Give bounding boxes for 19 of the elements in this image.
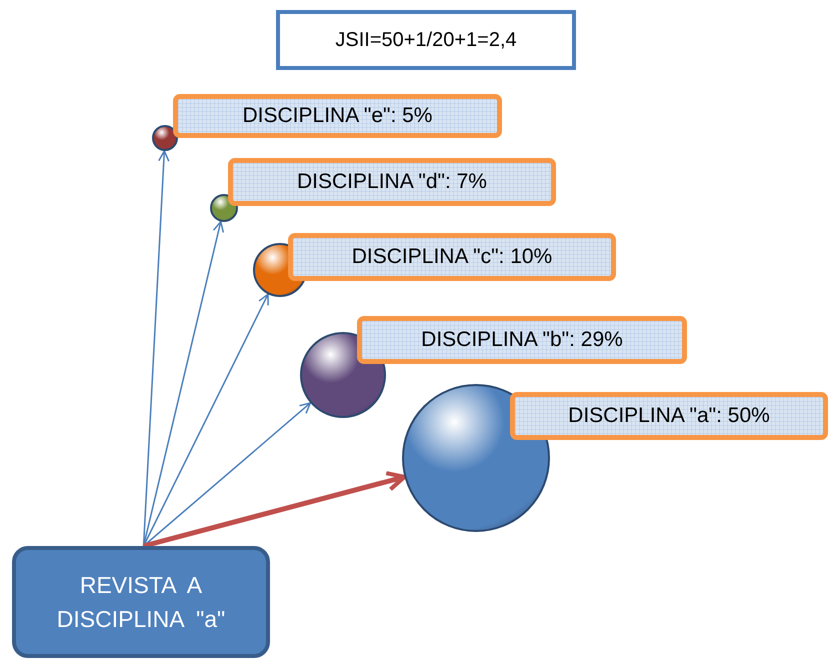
label-text: DISCIPLINA "b": 29% xyxy=(421,328,623,352)
sphere xyxy=(152,125,178,151)
arrow xyxy=(142,150,170,546)
source-box xyxy=(12,546,270,658)
formula-box xyxy=(276,10,576,70)
arrow xyxy=(142,220,224,546)
label-text: DISCIPLINA "a": 50% xyxy=(568,404,770,428)
label-text: REVISTA A DISCIPLINA "a" xyxy=(56,570,226,634)
label-text: DISCIPLINA "e": 5% xyxy=(242,104,432,128)
arrow xyxy=(142,293,269,546)
label-text: DISCIPLINA "c": 10% xyxy=(352,245,552,269)
label-box xyxy=(288,233,616,281)
label-box xyxy=(228,158,556,206)
label-box xyxy=(357,316,687,364)
label-box xyxy=(510,392,828,440)
label-text: DISCIPLINA "d": 7% xyxy=(297,170,487,194)
label-box xyxy=(173,94,502,138)
arrow xyxy=(142,471,407,548)
label-text: JSII=50+1/20+1=2,4 xyxy=(335,28,517,52)
